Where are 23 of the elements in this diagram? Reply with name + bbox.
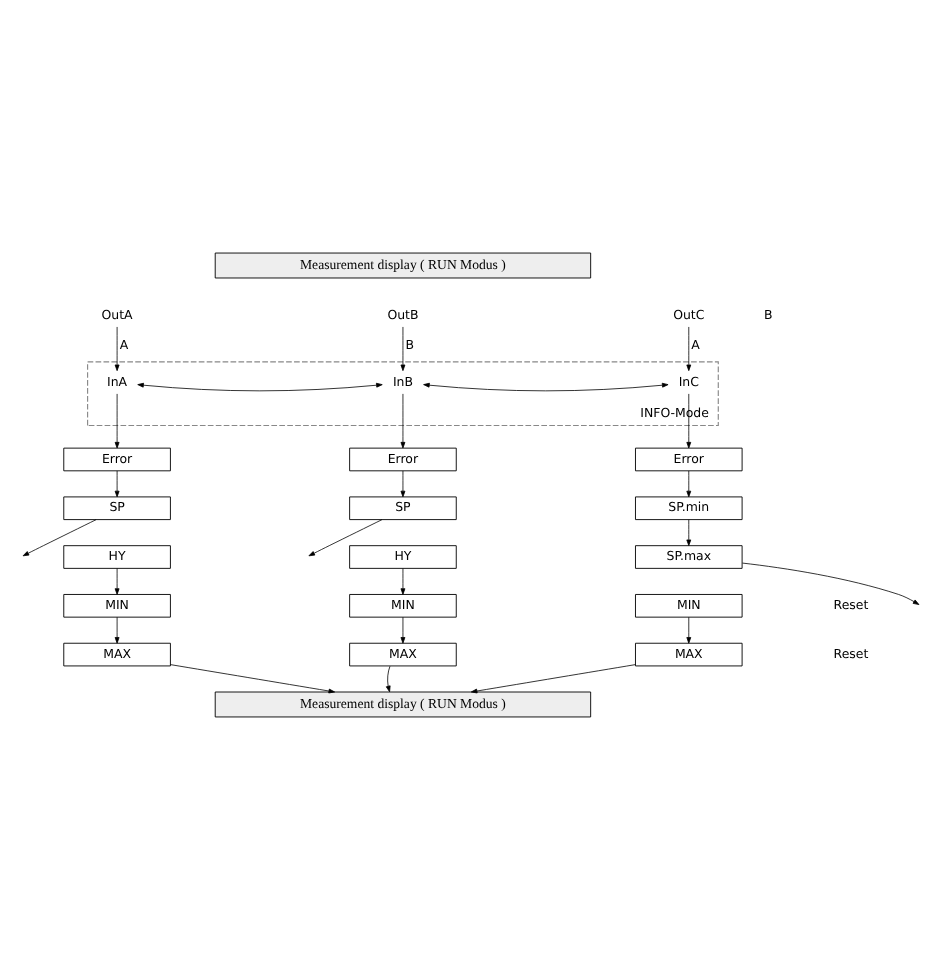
arrow (113, 567, 119, 594)
arrow (113, 469, 119, 497)
arrow (136, 381, 382, 391)
arrow (307, 518, 382, 556)
arrow (384, 664, 390, 692)
arrow (399, 325, 405, 371)
arrow (113, 325, 119, 371)
arrow (685, 518, 691, 545)
arrow (399, 615, 405, 643)
arrow (113, 392, 119, 448)
arrow (685, 325, 691, 371)
arrow (685, 392, 691, 448)
arrow (399, 567, 405, 594)
arrow (113, 615, 119, 643)
arrow (21, 518, 96, 556)
arrow (685, 615, 691, 643)
arrow (469, 663, 635, 693)
arrow (399, 469, 405, 497)
arrow (685, 469, 691, 497)
arrow (399, 392, 405, 448)
arrow (422, 381, 668, 391)
arrow (741, 561, 919, 604)
arrow (169, 663, 334, 693)
